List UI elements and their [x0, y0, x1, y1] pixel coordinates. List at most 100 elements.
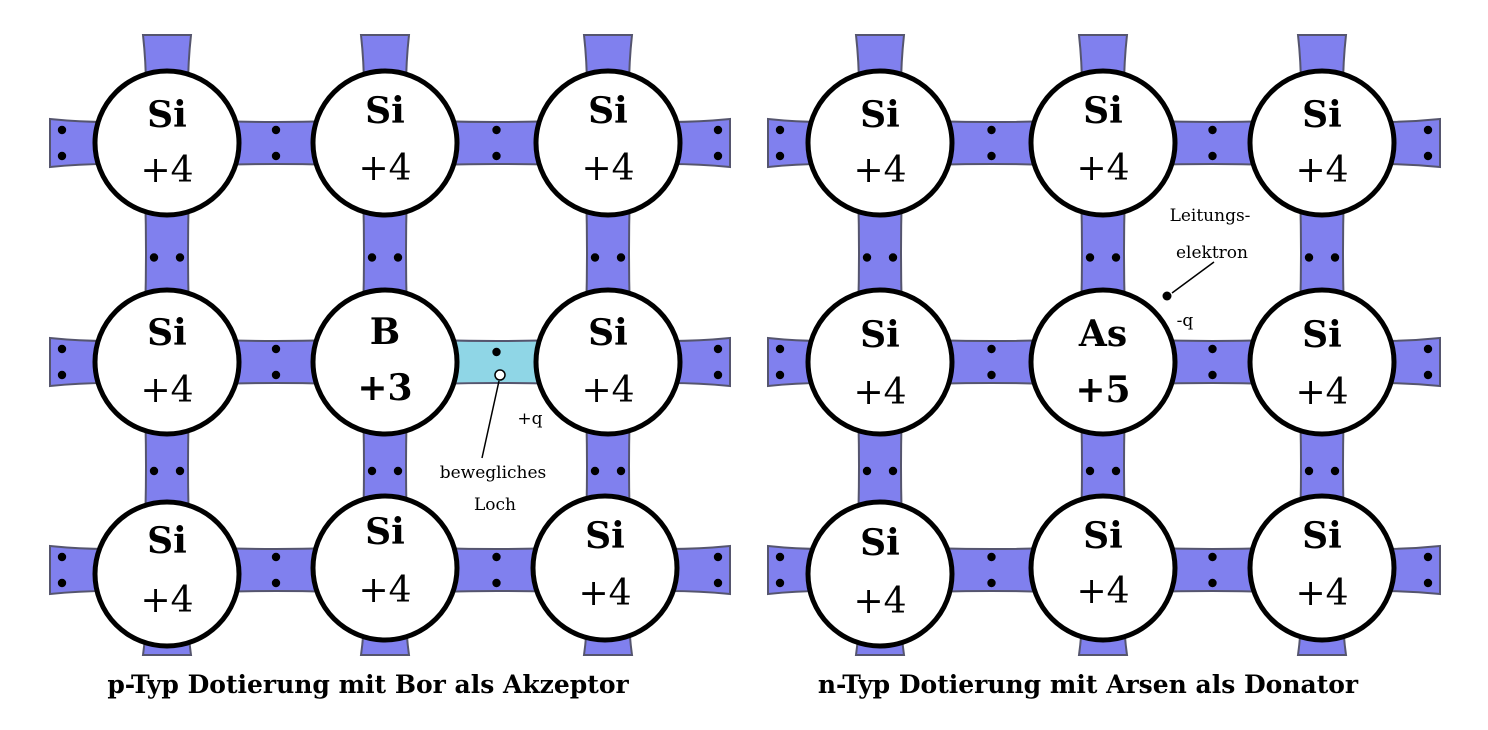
- atom-symbol: Si: [588, 90, 628, 132]
- bond-electron: [987, 125, 996, 135]
- bond-electron: [149, 253, 159, 262]
- panel-caption: n-Typ Dotierung mit Arsen als Donator: [818, 670, 1359, 699]
- bond-electron: [775, 151, 785, 161]
- bond-electron: [1423, 151, 1433, 161]
- atom-charge: +4: [1295, 573, 1348, 614]
- bond-electron: [57, 344, 67, 354]
- bond-electron: [888, 253, 898, 262]
- atom-symbol: Si: [860, 314, 900, 356]
- atom-symbol: Si: [1083, 90, 1123, 132]
- atom: Si +4: [92, 287, 242, 437]
- bond-electron: [775, 344, 785, 354]
- atom-charge: +4: [140, 580, 193, 621]
- electron-pair-layer: [57, 125, 723, 588]
- atom-charge: +4: [140, 370, 193, 411]
- atom-symbol: Si: [147, 520, 187, 562]
- bond-electron: [1423, 370, 1433, 380]
- atom-symbol: Si: [1083, 515, 1123, 557]
- atom-dopant-arsenic: As +5: [1028, 287, 1178, 437]
- atom-charge: +4: [581, 370, 634, 411]
- bond-electron: [1423, 344, 1433, 354]
- atom: Si +4: [1247, 68, 1397, 218]
- atom: Si +4: [805, 287, 955, 437]
- bond-electron: [1111, 253, 1121, 262]
- bond-electron: [57, 578, 67, 588]
- electron-pointer-line: [1171, 261, 1215, 294]
- bond-electron: [492, 125, 501, 135]
- atom-charge: +4: [140, 150, 193, 191]
- atom-symbol: Si: [860, 94, 900, 136]
- bond-electron: [862, 253, 872, 262]
- atom-symbol: Si: [1302, 515, 1342, 557]
- bond-electron: [57, 552, 67, 562]
- electron-charge-label: -q: [1177, 311, 1194, 331]
- bond-electron: [492, 578, 501, 588]
- hole-annotation: +q bewegliches Loch: [440, 369, 547, 515]
- panel-n-type: Si +4 Si +4 Si +4 Si +4 As +5 Si +4: [767, 34, 1441, 699]
- bond-electron: [175, 466, 185, 476]
- bond-electron: [987, 370, 996, 380]
- bond-electron: [393, 253, 403, 262]
- atom-charge: +4: [578, 573, 631, 614]
- bond-electron: [492, 552, 501, 562]
- bond-electron: [1085, 253, 1095, 262]
- bond-electron: [775, 125, 785, 135]
- bond-electron: [1423, 552, 1433, 562]
- atom-symbol: Si: [147, 94, 187, 136]
- bond-electron: [1330, 466, 1340, 476]
- bond-electron: [713, 125, 723, 135]
- bond-electron: [367, 466, 377, 476]
- bond-electron: [1208, 552, 1217, 562]
- bond-electron: [1304, 466, 1314, 476]
- bond-electron: [713, 578, 723, 588]
- bond-electron: [775, 578, 785, 588]
- atom-symbol: Si: [585, 515, 625, 557]
- bond-electron: [492, 347, 501, 357]
- atom-charge: +4: [1295, 150, 1348, 191]
- bond-electron: [367, 253, 377, 262]
- atom: Si +4: [1028, 68, 1178, 218]
- electron-label-line1: Leitungs-: [1170, 206, 1251, 226]
- atom-charge: +4: [581, 148, 634, 189]
- atom-symbol: Si: [365, 90, 405, 132]
- atom-charge: +4: [853, 372, 906, 413]
- bond-electron: [713, 552, 723, 562]
- bond-electron: [1423, 125, 1433, 135]
- atom-dopant-boron: B +3: [310, 287, 460, 437]
- bond-electron: [713, 344, 723, 354]
- atom: Si +4: [1247, 493, 1397, 643]
- atom-symbol: B: [370, 311, 400, 353]
- electron-pair-layer: [775, 125, 1433, 588]
- bond-electron: [1208, 151, 1217, 161]
- hole-marker: [494, 369, 506, 381]
- bond-electron: [1208, 578, 1217, 588]
- bond-electron: [713, 370, 723, 380]
- atom: Si +4: [805, 499, 955, 649]
- hole-label-line1: bewegliches: [440, 463, 547, 483]
- bond-electron: [1423, 578, 1433, 588]
- bond-electron: [987, 344, 996, 354]
- bond-electron: [492, 151, 501, 161]
- bond-electron: [393, 466, 403, 476]
- bond-electron: [271, 370, 281, 380]
- atom: Si +4: [92, 499, 242, 649]
- bond-electron: [1111, 466, 1121, 476]
- atom-charge: +4: [1076, 571, 1129, 612]
- bond-electron: [888, 466, 898, 476]
- atom: Si +4: [310, 493, 460, 643]
- bond-electron: [862, 466, 872, 476]
- atom-symbol: Si: [1302, 314, 1342, 356]
- bond-electron: [713, 151, 723, 161]
- bond-electron: [1208, 344, 1217, 354]
- bond-electron: [987, 151, 996, 161]
- atom-charge: +4: [1076, 148, 1129, 189]
- atom: Si +4: [92, 68, 242, 218]
- conduction-electron-marker: [1162, 291, 1172, 301]
- atom-charge: +5: [1075, 369, 1130, 411]
- atom-symbol: Si: [147, 312, 187, 354]
- panel-caption: p-Typ Dotierung mit Bor als Akzeptor: [107, 670, 629, 699]
- bond-electron: [1085, 466, 1095, 476]
- bond-electron: [271, 552, 281, 562]
- atom-charge: +4: [853, 150, 906, 191]
